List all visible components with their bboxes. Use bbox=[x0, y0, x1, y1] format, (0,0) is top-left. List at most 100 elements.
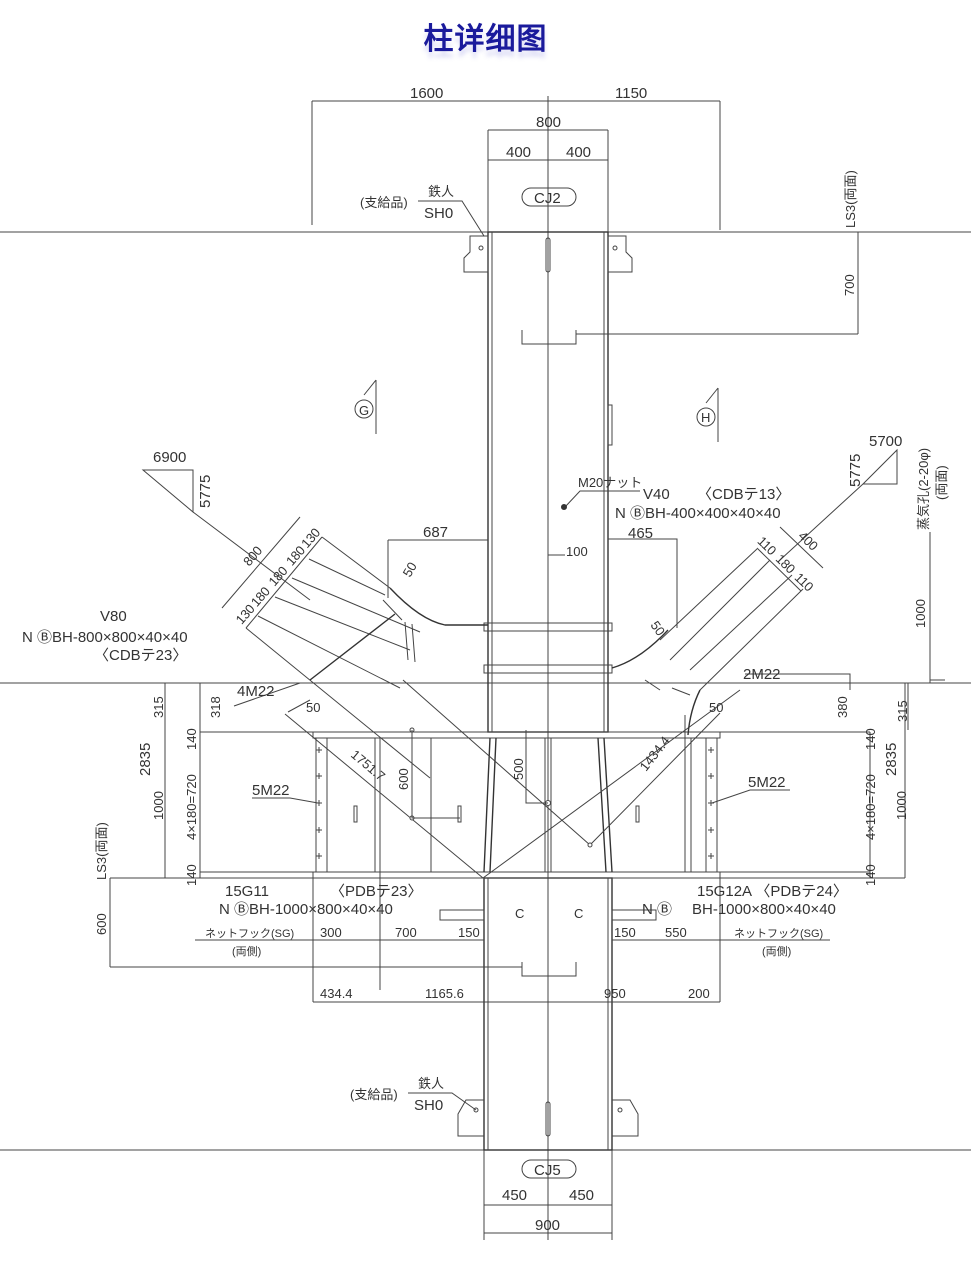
svg-text:50: 50 bbox=[306, 700, 320, 715]
svg-text:LS3(両面): LS3(両面) bbox=[843, 170, 858, 228]
svg-text:2835: 2835 bbox=[883, 743, 900, 776]
right-level-labels: LS3(両面) 700 bbox=[842, 170, 858, 296]
top-dimension-labels: 1600 1150 800 400 400 bbox=[410, 85, 647, 161]
column-upper bbox=[463, 231, 633, 733]
svg-text:1434.4: 1434.4 bbox=[637, 733, 673, 774]
svg-text:700: 700 bbox=[842, 274, 857, 296]
svg-text:6900: 6900 bbox=[153, 449, 186, 466]
svg-text:4×180=720: 4×180=720 bbox=[184, 774, 199, 840]
svg-text:蒸気孔(2-20φ): 蒸気孔(2-20φ) bbox=[916, 448, 931, 530]
left-brace-labels: 6900 5775 800 130 180 180 180 130 V80 N … bbox=[22, 449, 448, 718]
svg-text:140: 140 bbox=[863, 864, 878, 886]
right-brace bbox=[548, 448, 945, 736]
svg-text:(両面): (両面) bbox=[934, 465, 949, 500]
svg-text:400: 400 bbox=[795, 528, 820, 553]
svg-text:BH-1000×800×40×40: BH-1000×800×40×40 bbox=[692, 901, 836, 918]
svg-text:180: 180 bbox=[248, 584, 273, 610]
svg-text:315: 315 bbox=[151, 696, 166, 718]
svg-text:ネットフック(SG): ネットフック(SG) bbox=[205, 927, 294, 940]
dimension-lines bbox=[109, 100, 906, 1240]
svg-text:〈CDBテ23〉: 〈CDBテ23〉 bbox=[94, 647, 187, 664]
svg-text:2M22: 2M22 bbox=[743, 666, 781, 683]
svg-text:(支給品): (支給品) bbox=[350, 1087, 398, 1102]
svg-text:N ⒷBH-1000×800×40×40: N ⒷBH-1000×800×40×40 bbox=[219, 901, 393, 918]
svg-text:50: 50 bbox=[709, 700, 723, 715]
svg-text:600: 600 bbox=[396, 768, 411, 790]
svg-text:4×180=720: 4×180=720 bbox=[863, 774, 878, 840]
svg-text:380: 380 bbox=[835, 696, 850, 718]
svg-text:687: 687 bbox=[423, 524, 448, 541]
svg-text:LS3(両面): LS3(両面) bbox=[94, 822, 109, 880]
svg-text:15G11: 15G11 bbox=[225, 883, 269, 900]
svg-text:1165.6: 1165.6 bbox=[425, 986, 464, 1001]
svg-text:150: 150 bbox=[614, 925, 636, 940]
top-support-note: (支給品) 鉄人 SH0 bbox=[360, 184, 485, 237]
svg-text:130: 130 bbox=[298, 525, 323, 551]
svg-text:V80: V80 bbox=[100, 608, 127, 625]
svg-text:5700: 5700 bbox=[869, 433, 902, 450]
left-brace bbox=[141, 469, 488, 779]
svg-text:800: 800 bbox=[536, 114, 561, 131]
svg-text:550: 550 bbox=[665, 925, 687, 940]
level-lines bbox=[0, 96, 971, 1240]
beam-panel bbox=[284, 679, 741, 990]
svg-text:600: 600 bbox=[94, 913, 109, 935]
bolt-marks bbox=[316, 747, 714, 859]
svg-text:700: 700 bbox=[395, 925, 417, 940]
svg-text:140: 140 bbox=[863, 728, 878, 750]
svg-text:4M22: 4M22 bbox=[237, 683, 275, 700]
svg-text:1150: 1150 bbox=[615, 85, 647, 102]
svg-text:SH0: SH0 bbox=[424, 205, 453, 222]
svg-text:C: C bbox=[574, 906, 583, 921]
svg-text:465: 465 bbox=[628, 525, 653, 542]
svg-text:15G12A 〈PDBテ24〉: 15G12A 〈PDBテ24〉 bbox=[697, 883, 848, 900]
bottom-labels: 15G11 〈PDBテ23〉 N ⒷBH-1000×800×40×40 15G1… bbox=[205, 883, 848, 1001]
svg-text:450: 450 bbox=[502, 1187, 527, 1204]
tag-cj5: CJ5 bbox=[521, 1159, 577, 1179]
right-brace-labels: M20ナット V40 〈CDBテ13〉 N ⒷBH-400×400×40×40 … bbox=[566, 433, 949, 722]
svg-text:1000: 1000 bbox=[151, 791, 166, 820]
svg-text:150: 150 bbox=[458, 925, 480, 940]
svg-text:315: 315 bbox=[895, 700, 910, 722]
svg-text:H: H bbox=[701, 410, 710, 425]
svg-text:1000: 1000 bbox=[913, 599, 928, 628]
svg-text:110: 110 bbox=[792, 570, 817, 595]
svg-text:300: 300 bbox=[320, 925, 342, 940]
svg-text:N ⒷBH-400×400×40×40: N ⒷBH-400×400×40×40 bbox=[615, 505, 781, 522]
svg-text:ネットフック(SG): ネットフック(SG) bbox=[734, 927, 823, 940]
svg-text:5M22: 5M22 bbox=[252, 782, 290, 799]
svg-text:800: 800 bbox=[240, 543, 265, 569]
svg-text:900: 900 bbox=[535, 1217, 560, 1234]
svg-text:〈PDBテ23〉: 〈PDBテ23〉 bbox=[330, 883, 423, 900]
svg-text:1000: 1000 bbox=[894, 791, 909, 820]
svg-text:(両側): (両側) bbox=[232, 945, 261, 958]
svg-text:50: 50 bbox=[648, 618, 669, 638]
svg-text:CJ2: CJ2 bbox=[534, 190, 561, 207]
svg-text:50: 50 bbox=[400, 559, 420, 579]
svg-text:318: 318 bbox=[208, 696, 223, 718]
svg-text:(両側): (両側) bbox=[762, 945, 791, 958]
svg-text:140: 140 bbox=[184, 864, 199, 886]
svg-text:C: C bbox=[515, 906, 524, 921]
svg-text:2835: 2835 bbox=[137, 743, 154, 776]
grid-marker-g: G bbox=[354, 379, 377, 434]
svg-text:950: 950 bbox=[604, 986, 626, 1001]
svg-text:鉄人: 鉄人 bbox=[428, 184, 454, 199]
svg-text:180: 180 bbox=[265, 563, 290, 589]
svg-text:450: 450 bbox=[569, 1187, 594, 1204]
svg-text:〈CDBテ13〉: 〈CDBテ13〉 bbox=[697, 486, 790, 503]
svg-text:G: G bbox=[359, 403, 369, 418]
svg-text:500: 500 bbox=[511, 758, 526, 780]
svg-text:5M22: 5M22 bbox=[748, 774, 786, 791]
svg-text:5775: 5775 bbox=[197, 475, 214, 508]
svg-text:110: 110 bbox=[754, 533, 779, 558]
svg-text:V40: V40 bbox=[643, 486, 670, 503]
svg-text:180: 180 bbox=[773, 551, 798, 576]
svg-text:400: 400 bbox=[506, 144, 531, 161]
svg-text:CJ5: CJ5 bbox=[534, 1162, 561, 1179]
svg-text:140: 140 bbox=[184, 728, 199, 750]
svg-text:鉄人: 鉄人 bbox=[418, 1076, 444, 1091]
page-title: 柱详细图 bbox=[423, 22, 548, 57]
